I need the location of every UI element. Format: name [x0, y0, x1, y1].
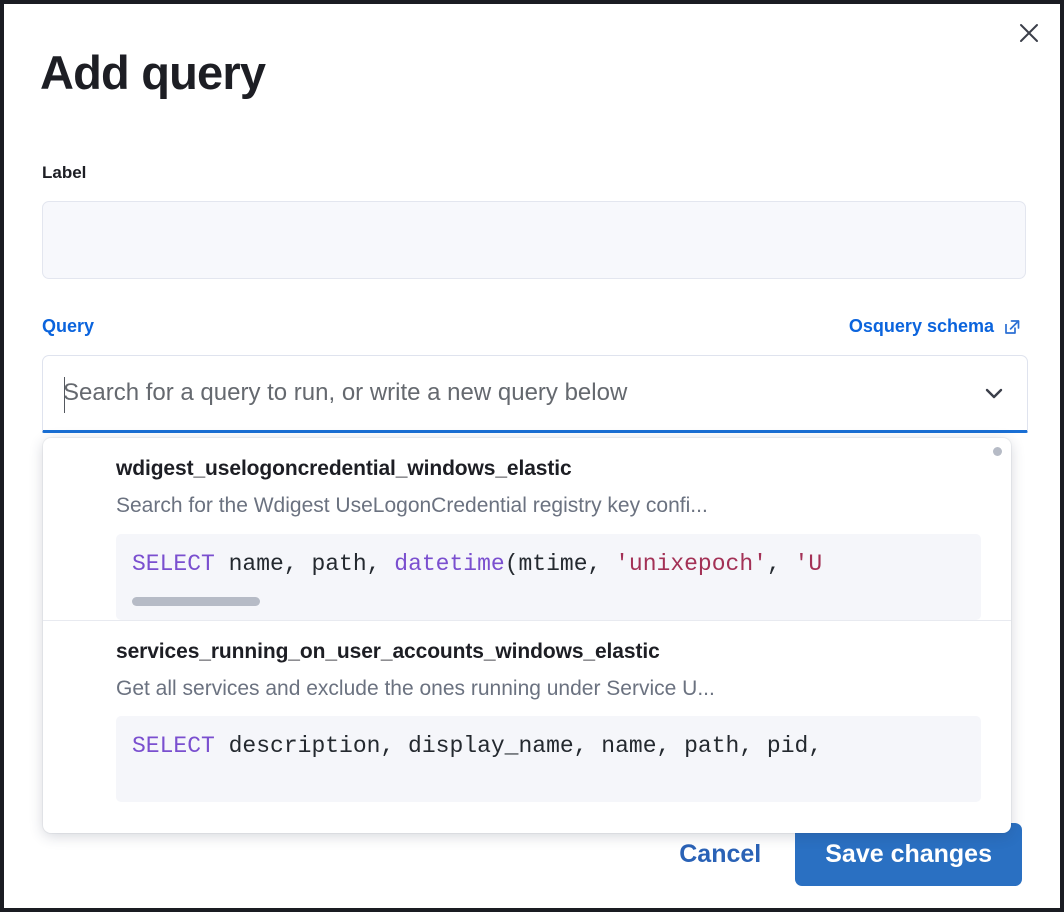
suggestion-description: Get all services and exclude the ones ru…: [116, 676, 715, 700]
code-horizontal-scrollbar[interactable]: [132, 596, 260, 606]
suggestion-code-block[interactable]: SELECT name, path, datetime(mtime, 'unix…: [116, 533, 981, 620]
suggestion-code-block[interactable]: SELECT description, display_name, name, …: [116, 716, 981, 802]
query-search-combobox[interactable]: Search for a query to run, or write a ne…: [42, 355, 1028, 433]
close-button[interactable]: [1010, 14, 1048, 52]
modal-footer: Cancel Save changes: [663, 823, 1022, 886]
sql-code-line: SELECT name, path, datetime(mtime, 'unix…: [132, 550, 823, 577]
close-icon: [1018, 22, 1040, 44]
list-item[interactable]: services_running_on_user_accounts_window…: [43, 619, 1011, 802]
osquery-schema-link[interactable]: Osquery schema: [849, 316, 1022, 337]
label-field-label: Label: [42, 163, 87, 182]
query-suggestions-dropdown[interactable]: wdigest_uselogoncredential_windows_elast…: [43, 438, 1011, 833]
sql-code-line: SELECT description, display_name, name, …: [132, 733, 823, 759]
suggestion-description: Search for the Wdigest UseLogonCredentia…: [116, 494, 708, 518]
query-field-label: Query: [42, 316, 95, 336]
page-title: Add query: [40, 46, 266, 99]
external-link-icon: [1002, 316, 1022, 337]
osquery-schema-link-label: Osquery schema: [848, 316, 994, 336]
chevron-down-icon[interactable]: [979, 378, 1009, 408]
suggestion-title: services_running_on_user_accounts_window…: [116, 639, 660, 663]
dropdown-scrollbar[interactable]: [993, 447, 1002, 456]
list-item[interactable]: wdigest_uselogoncredential_windows_elast…: [43, 438, 1011, 620]
save-changes-button[interactable]: Save changes: [795, 823, 1022, 886]
query-search-placeholder: Search for a query to run, or write a ne…: [63, 379, 628, 406]
text-cursor: [64, 377, 65, 413]
cancel-button[interactable]: Cancel: [663, 830, 777, 879]
suggestion-title: wdigest_uselogoncredential_windows_elast…: [116, 457, 572, 480]
label-input[interactable]: [42, 201, 1026, 279]
